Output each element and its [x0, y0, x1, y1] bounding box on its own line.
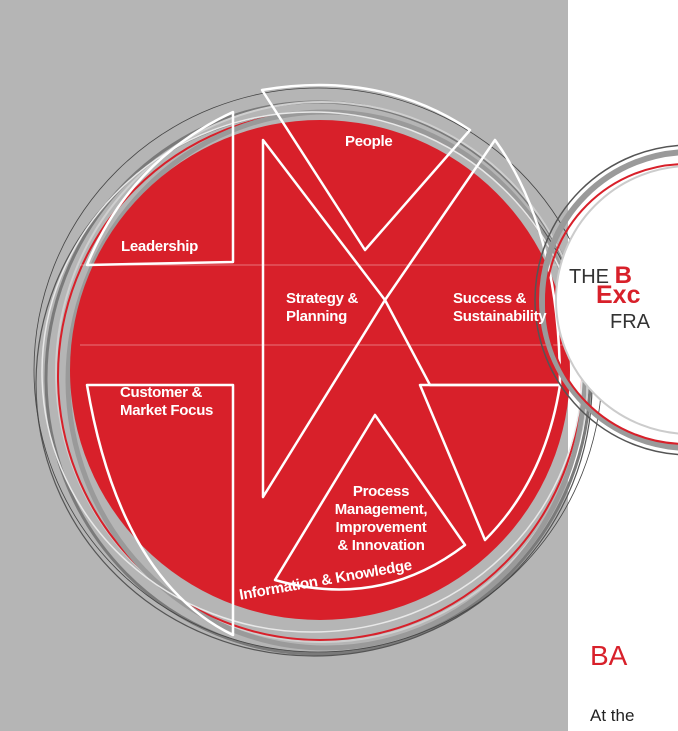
segment-label-people: People	[345, 133, 393, 150]
segment-label-strategy-planning: Strategy & Planning	[286, 290, 359, 325]
segment-label-process-management: Process Management, Improvement & Innova…	[334, 483, 428, 554]
section-paragraph: At the	[590, 706, 635, 725]
badge-title-line2: Exc	[596, 281, 641, 309]
red-disk	[70, 120, 570, 620]
segment-label-customer-market-focus: Customer & Market Focus	[120, 384, 214, 419]
badge-title-the: THE	[569, 266, 609, 288]
badge-title-line3: FRA	[610, 311, 650, 333]
badge-title-line1: THE B	[569, 262, 632, 290]
framework-badge	[534, 144, 678, 456]
segment-label-leadership: Leadership	[121, 238, 199, 255]
segment-label-success-sustainability: Success & Sustainability	[453, 290, 547, 325]
section-heading: BA	[590, 640, 628, 671]
badge-title-accent: B	[614, 262, 632, 289]
segment-outlines	[80, 83, 567, 637]
